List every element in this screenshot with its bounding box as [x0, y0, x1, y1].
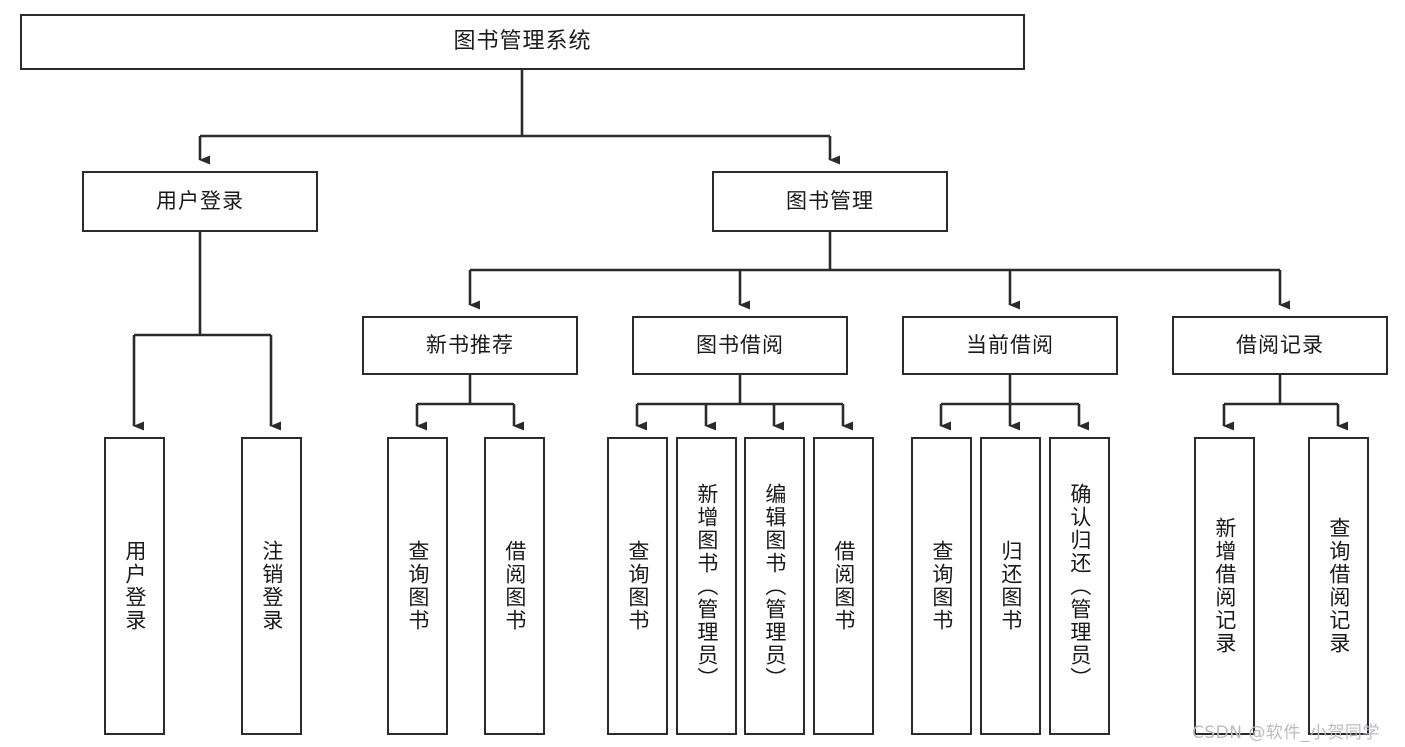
node-borrow-record[interactable]: 借阅记录 [1172, 316, 1388, 375]
node-book-borrow[interactable]: 图书借阅 [632, 316, 848, 375]
leaf-new-book-query-book[interactable]: 查询图书 [387, 437, 448, 735]
leaf-record-query-record[interactable]: 查询借阅记录 [1308, 437, 1369, 735]
node-root-system[interactable]: 图书管理系统 [20, 14, 1025, 70]
leaf-current-return-book[interactable]: 归还图书 [980, 437, 1041, 735]
csdn-watermark: CSDN @软件_小贺同学 [1192, 723, 1380, 743]
node-book-management[interactable]: 图书管理 [712, 171, 948, 232]
node-new-book-recommend[interactable]: 新书推荐 [362, 316, 578, 375]
leaf-borrow-query-book[interactable]: 查询图书 [607, 437, 668, 735]
leaf-logout[interactable]: 注销登录 [241, 437, 302, 735]
leaf-borrow-borrow-book[interactable]: 借阅图书 [813, 437, 874, 735]
leaf-new-book-borrow-book[interactable]: 借阅图书 [484, 437, 545, 735]
leaf-borrow-add-book-admin[interactable]: 新增图书（管理员） [676, 437, 737, 735]
leaf-user-login[interactable]: 用户登录 [104, 437, 165, 735]
leaf-current-confirm-return-admin[interactable]: 确认归还（管理员） [1049, 437, 1110, 735]
node-current-borrow[interactable]: 当前借阅 [902, 316, 1118, 375]
leaf-current-query-book[interactable]: 查询图书 [911, 437, 972, 735]
leaf-borrow-edit-book-admin[interactable]: 编辑图书（管理员） [744, 437, 805, 735]
leaf-record-add-record[interactable]: 新增借阅记录 [1194, 437, 1255, 735]
node-user-login[interactable]: 用户登录 [82, 171, 318, 232]
